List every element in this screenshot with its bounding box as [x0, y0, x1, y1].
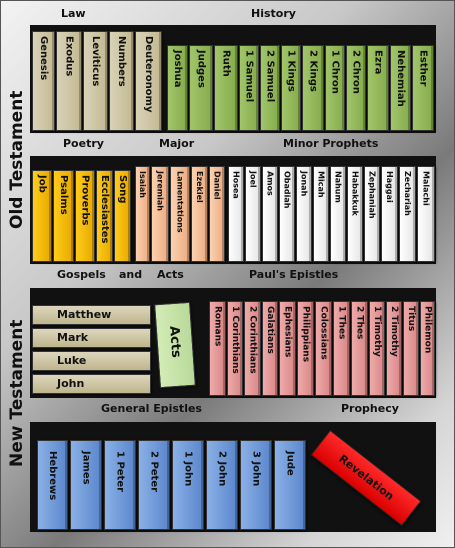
- book-2-thes: 2 Thes: [351, 301, 368, 396]
- book-colossians: Colossians: [315, 301, 332, 396]
- book-1-peter: 1 Peter: [104, 440, 136, 530]
- pauls-epistles-label: Paul's Epistles: [249, 268, 339, 281]
- old-testament-label: Old Testament: [7, 90, 27, 229]
- book-hosea: Hosea: [228, 166, 244, 262]
- book-1-john: 1 John: [172, 440, 204, 530]
- book-habakkuk: Habakkuk: [347, 166, 363, 262]
- book-judges: Judges: [189, 45, 213, 131]
- minor-prophets-label: Minor Prophets: [283, 137, 379, 150]
- book-psalms: Psalms: [53, 170, 74, 262]
- prophecy-label: Prophecy: [341, 402, 399, 415]
- poetry-label: Poetry: [63, 137, 104, 150]
- new-testament-label: New Testament: [7, 319, 27, 467]
- book-1-chron: 1 Chron: [325, 45, 345, 131]
- book-2-john: 2 John: [206, 440, 238, 530]
- book-amos: Amos: [262, 166, 278, 262]
- book-jeremiah: Jeremiah: [151, 166, 169, 262]
- book-daniel: Daniel: [209, 166, 225, 262]
- book-1-timothy: 1 Timothy: [369, 301, 385, 396]
- major-label: Major: [159, 137, 195, 150]
- book-numbers: Numbers: [109, 31, 134, 131]
- book-2-timothy: 2 Timothy: [386, 301, 402, 396]
- history-label: History: [251, 7, 296, 20]
- and-label: and: [119, 268, 143, 281]
- book-deuteronomy: Deuteronomy: [135, 31, 162, 131]
- book-galatians: Galatians: [262, 301, 278, 396]
- book-proverbs: Proverbs: [75, 170, 95, 262]
- book-1-corinthians: 1 Corinthians: [227, 301, 243, 396]
- book-luke: Luke: [32, 351, 151, 371]
- book-2-peter: 2 Peter: [138, 440, 170, 530]
- book-joshua: Joshua: [167, 45, 188, 131]
- acts-label: Acts: [157, 268, 184, 281]
- book-haggai: Haggai: [381, 166, 398, 262]
- book-ephesians: Ephesians: [279, 301, 296, 396]
- book-jude: Jude: [274, 440, 306, 530]
- book-philippians: Philippians: [297, 301, 314, 396]
- book-lamentations: Lamentations: [170, 166, 190, 262]
- book-3-john: 3 John: [240, 440, 272, 530]
- book-john: John: [32, 374, 151, 394]
- book-job: Job: [32, 170, 52, 262]
- book-acts: Acts: [154, 301, 196, 389]
- book-genesis: Genesis: [32, 31, 55, 131]
- book-malachi: Malachi: [417, 166, 435, 262]
- general-epistles-label: General Epistles: [101, 402, 202, 415]
- book-2-chron: 2 Chron: [346, 45, 366, 131]
- book-mark: Mark: [32, 328, 151, 348]
- book-romans: Romans: [209, 301, 226, 396]
- book-2-kings: 2 Kings: [302, 45, 324, 131]
- book-1-kings: 1 Kings: [281, 45, 301, 131]
- book-matthew: Matthew: [32, 305, 151, 325]
- book-joel: Joel: [245, 166, 261, 262]
- book-song: Song: [114, 170, 131, 262]
- book-jonah: Jonah: [296, 166, 312, 262]
- book-philemon: Philemon: [420, 301, 435, 396]
- book-2-samuel: 2 Samuel: [260, 45, 280, 131]
- book-hebrews: Hebrews: [37, 440, 68, 530]
- gospels-label: Gospels: [57, 268, 106, 281]
- book-titus: Titus: [403, 301, 419, 396]
- law-label: Law: [61, 7, 86, 20]
- book-exodus: Exodus: [56, 31, 82, 131]
- book-zechariah: Zechariah: [399, 166, 416, 262]
- book-ruth: Ruth: [214, 45, 238, 131]
- book-nahum: Nahum: [330, 166, 346, 262]
- book-2-corinthians: 2 Corinthians: [244, 301, 261, 396]
- book-james: James: [70, 440, 102, 530]
- book-obadiah: Obadiah: [279, 166, 295, 262]
- book-ezekiel: Ezekiel: [191, 166, 208, 262]
- book-nehemiah: Nehemiah: [390, 45, 411, 131]
- book-esther: Esther: [412, 45, 434, 131]
- book-ecclesiastes: Ecclesiastes: [96, 170, 113, 262]
- book-1-thes: 1 Thes: [333, 301, 350, 396]
- book-zephaniah: Zephaniah: [364, 166, 380, 262]
- book-1-samuel: 1 Samuel: [239, 45, 259, 131]
- book-isaiah: Isaiah: [135, 166, 150, 262]
- book-leviticus: Leviticus: [83, 31, 108, 131]
- book-micah: Micah: [313, 166, 329, 262]
- book-ezra: Ezra: [367, 45, 389, 131]
